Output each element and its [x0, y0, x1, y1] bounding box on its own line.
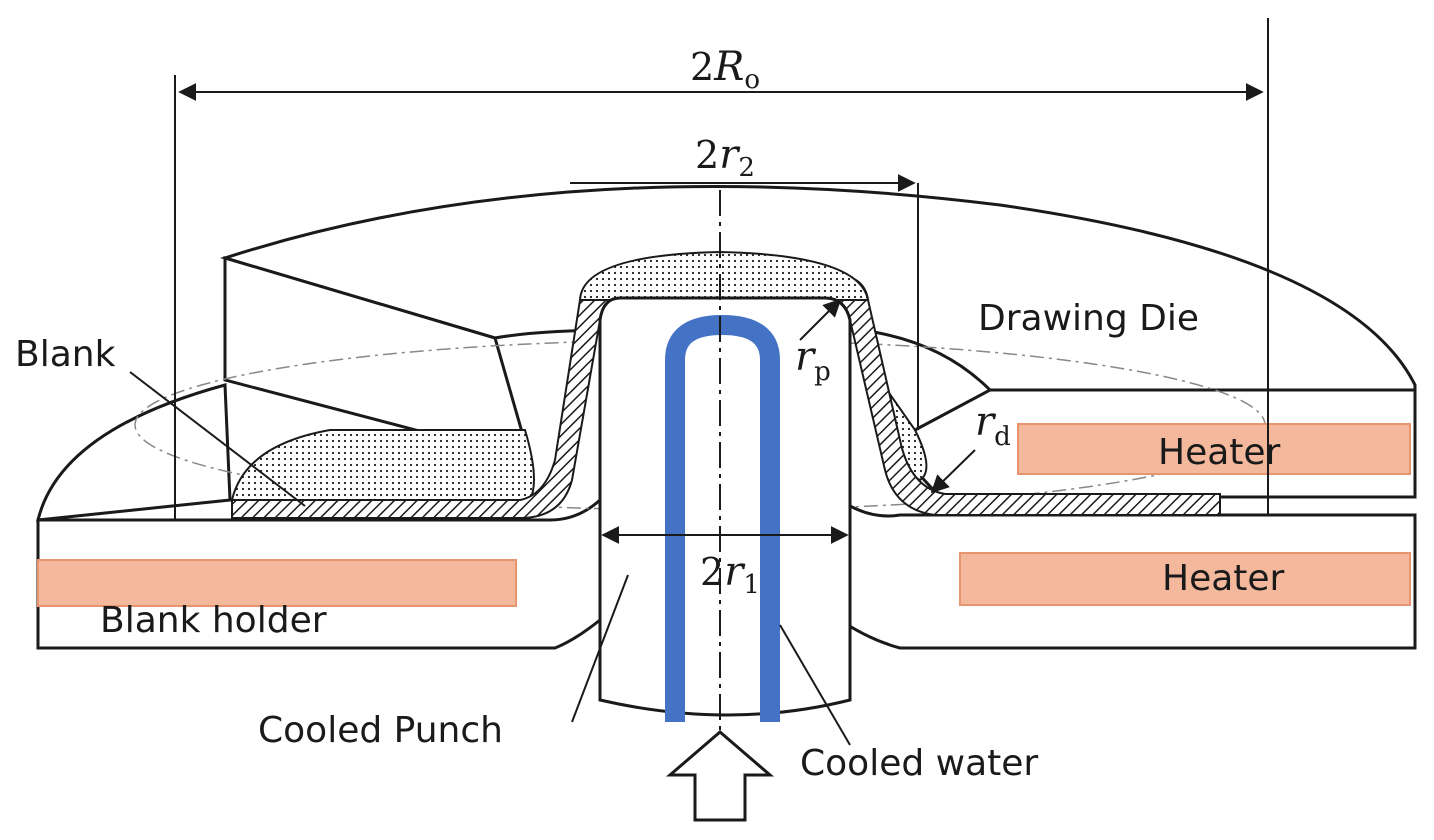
- label-cooled-punch: Cooled Punch: [258, 710, 503, 751]
- dim-die-radius: rd: [975, 399, 1011, 452]
- label-drawing-die: Drawing Die: [978, 298, 1199, 339]
- label-blank: Blank: [15, 334, 116, 375]
- heater-left: [37, 559, 517, 607]
- label-heater-upper: Heater: [1158, 432, 1281, 473]
- label-cooled-water: Cooled water: [800, 743, 1038, 784]
- cooled-water-channel: [665, 314, 780, 722]
- blank-flange: [230, 429, 535, 501]
- dim-punch-radius: rp: [795, 334, 831, 387]
- dim-outer-diameter: 2Ro: [690, 44, 760, 95]
- punch-force-arrow: [665, 730, 775, 822]
- label-blank-holder: Blank holder: [100, 600, 327, 641]
- heater-lower: [959, 552, 1411, 606]
- dimension-lines: [174, 18, 1269, 544]
- label-heater-lower: Heater: [1162, 558, 1285, 599]
- dim-punch-diameter: 2r1: [700, 549, 760, 600]
- leader-lines: [129, 371, 851, 746]
- heater-upper: [1017, 423, 1411, 475]
- dim-die-opening: 2r2: [695, 132, 755, 183]
